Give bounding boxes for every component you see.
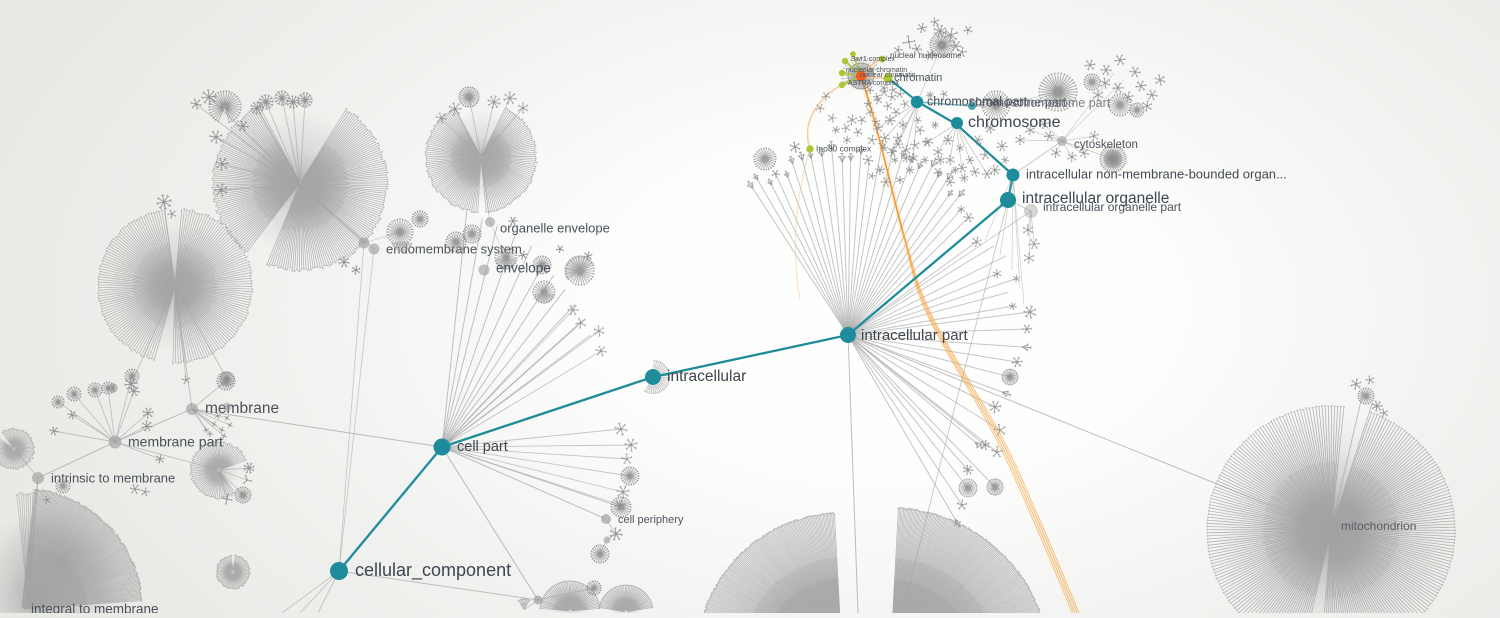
svg-text:chromosome: chromosome	[968, 114, 1061, 131]
svg-text:intracellular organelle part: intracellular organelle part	[1043, 200, 1182, 214]
svg-text:Ino80 complex: Ino80 complex	[816, 143, 872, 153]
svg-text:ASTRA complex: ASTRA complex	[848, 80, 899, 87]
svg-text:membrane: membrane	[205, 400, 279, 417]
svg-text:Swr1 complex: Swr1 complex	[851, 56, 895, 63]
svg-text:integral to membrane: integral to membrane	[31, 602, 159, 613]
svg-text:cell part: cell part	[457, 439, 508, 455]
svg-text:nuclear chromatin: nuclear chromatin	[860, 72, 916, 79]
svg-text:cytoskeleton: cytoskeleton	[1074, 139, 1138, 151]
svg-text:intrinsic to membrane: intrinsic to membrane	[51, 470, 175, 485]
svg-text:nucleolar chromatin: nucleolar chromatin	[846, 67, 907, 74]
svg-text:intracellular non-membrane-bou: intracellular non-membrane-bounded organ…	[1026, 166, 1287, 181]
svg-text:chromosome part: chromosome part	[969, 95, 1067, 109]
svg-text:membrane part: membrane part	[128, 434, 223, 450]
svg-text:intracellular organelle: intracellular organelle	[1022, 190, 1169, 207]
svg-text:intracellular: intracellular	[667, 368, 746, 385]
svg-text:chromosome part: chromosome part	[1013, 96, 1111, 110]
svg-text:chromatin: chromatin	[894, 72, 942, 84]
svg-text:intracellular part: intracellular part	[861, 327, 969, 344]
svg-text:chromosomal part: chromosomal part	[927, 94, 1028, 108]
svg-text:nuclear nucleosome: nuclear nucleosome	[890, 51, 962, 60]
svg-text:cell periphery: cell periphery	[618, 514, 684, 526]
svg-text:mitochondrion: mitochondrion	[1341, 519, 1416, 533]
svg-text:envelope: envelope	[496, 261, 551, 276]
svg-text:organelle envelope: organelle envelope	[500, 220, 610, 235]
svg-text:cellular_component: cellular_component	[355, 560, 511, 581]
